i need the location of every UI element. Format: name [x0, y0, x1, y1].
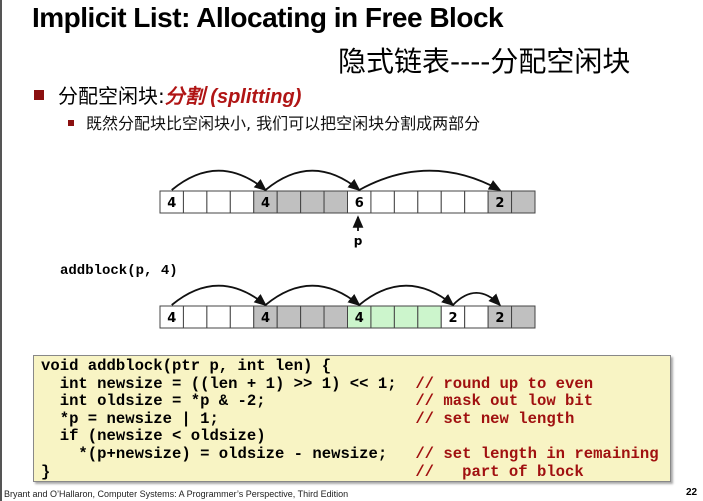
- block-size-label: 4: [167, 311, 176, 326]
- block-size-label: 6: [355, 196, 364, 211]
- heap-word-cell: [323, 190, 348, 214]
- code-line: if (newsize < oldsize): [41, 428, 659, 446]
- block-size-label: 4: [167, 196, 176, 211]
- bullet-square-icon: [68, 120, 74, 126]
- heap-word-cell: [370, 305, 395, 329]
- heap-word-cell: [464, 190, 489, 214]
- heap-word-cell: [229, 305, 255, 329]
- heap-word-cell: [511, 190, 536, 214]
- heap-word-cell: [323, 305, 348, 329]
- heap-word-cell: [440, 190, 466, 214]
- bullet-text: 分配空闲块:: [58, 84, 165, 108]
- code-text: *p = newsize | 1;: [41, 409, 416, 428]
- heap-word-cell: [464, 305, 489, 329]
- code-line: int oldsize = *p & -2; // mask out low b…: [41, 392, 659, 411]
- code-line: void addblock(ptr p, int len) {: [41, 357, 659, 376]
- heap-word-cell: [182, 305, 208, 329]
- heap-word-cell: [511, 305, 536, 329]
- next-block-arrow-icon: [358, 284, 455, 307]
- slide-title: Implicit List: Allocating in Free Block: [32, 2, 504, 33]
- next-block-arrow-icon: [452, 292, 502, 307]
- block-size-label: 4: [261, 311, 270, 326]
- heap-word-cell: [229, 190, 255, 214]
- code-text: int oldsize = *p & -2;: [41, 392, 416, 411]
- slide-left-border: [0, 0, 2, 501]
- block-size-label: 2: [448, 311, 457, 326]
- code-text: *(p+newsize) = oldsize - newsize;: [41, 444, 416, 463]
- code-text: void addblock(ptr p, int len) {: [41, 357, 332, 375]
- heap-word-cell: [417, 305, 442, 329]
- heap-word-cell: [393, 305, 419, 329]
- heap-word-cell: [417, 190, 442, 214]
- next-block-arrow-icon: [264, 284, 361, 307]
- code-comment: // part of block: [415, 462, 584, 481]
- heap-word-cell: [370, 190, 395, 214]
- code-line: } // part of block: [41, 462, 659, 482]
- bullet-square-icon: [34, 90, 44, 100]
- code-block: void addblock(ptr p, int len) { int news…: [33, 355, 671, 482]
- block-size-label: 2: [495, 196, 504, 211]
- code-comment: // set length in remaining: [415, 444, 659, 463]
- heap-word-cell: [206, 190, 231, 214]
- code-line: *p = newsize | 1; // set new length: [41, 409, 659, 429]
- code-text: int newsize = ((len + 1) >> 1) << 1;: [41, 374, 416, 393]
- heap-word-cell: [206, 305, 231, 329]
- next-block-arrow-icon: [171, 169, 267, 192]
- heap-word-cell: [276, 190, 302, 214]
- sub-bullet: 既然分配块比空闲块小, 我们可以把空闲块分割成两部分: [68, 110, 480, 134]
- footer-citation: Bryant and O’Hallaron, Computer Systems:…: [4, 489, 349, 499]
- code-comment: // round up to even: [415, 374, 594, 393]
- sub-bullet-text: 既然分配块比空闲块小, 我们可以把空闲块分割成两部分: [86, 114, 481, 133]
- function-call-label: addblock(p, 4): [60, 263, 178, 279]
- bullet-splitting: 分配空闲块:分割 (splitting): [34, 80, 301, 109]
- heap-before: 4 4 6 2: [159, 169, 536, 214]
- code-text: }: [41, 462, 416, 481]
- heap-after: 4 4 4 2 2: [159, 284, 536, 329]
- code-line: int newsize = ((len + 1) >> 1) << 1; // …: [41, 374, 659, 394]
- block-size-label: 4: [261, 196, 270, 211]
- next-block-arrow-icon: [171, 284, 267, 307]
- slide-subtitle: 隐式链表----分配空闲块: [338, 45, 631, 78]
- heap-word-cell: [182, 190, 208, 214]
- heap-word-cell: [300, 190, 325, 214]
- heap-word-cell: [300, 305, 325, 329]
- next-block-arrow-icon: [264, 169, 361, 192]
- pointer-label: p: [354, 234, 363, 248]
- next-block-arrow-icon: [358, 169, 502, 191]
- code-comment: // mask out low bit: [415, 392, 594, 411]
- bullet-emphasis: 分割 (splitting): [164, 86, 302, 108]
- heap-word-cell: [393, 190, 419, 214]
- block-size-label: 2: [495, 311, 504, 326]
- code-line: *(p+newsize) = oldsize - newsize; // set…: [41, 444, 659, 464]
- block-size-label: 4: [355, 311, 364, 326]
- page-number: 22: [686, 487, 698, 498]
- code-text: if (newsize < oldsize): [41, 427, 266, 446]
- heap-word-cell: [276, 305, 302, 329]
- code-comment: // set new length: [415, 409, 575, 428]
